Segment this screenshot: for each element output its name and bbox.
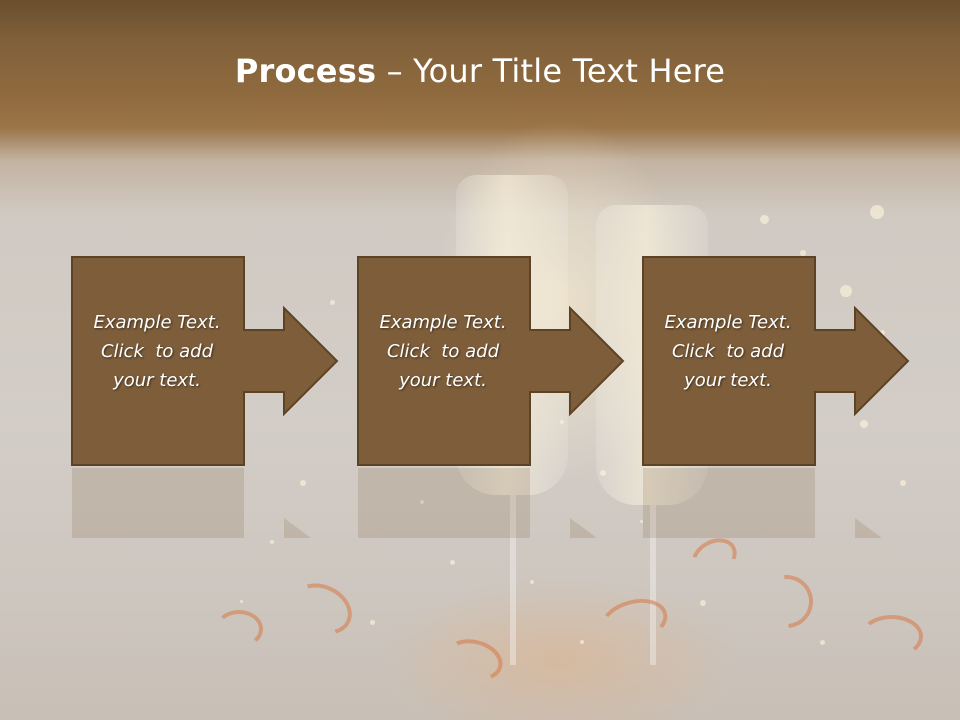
- sparkle-dot: [880, 330, 885, 335]
- sparkle-dot: [450, 560, 455, 565]
- sparkle-dot: [640, 520, 643, 523]
- slide-title[interactable]: Process – Your Title Text Here: [0, 52, 960, 90]
- step-text-line: Example Text.: [379, 312, 507, 333]
- process-step-1[interactable]: Example Text. Click to add your text.: [71, 256, 341, 466]
- sparkle-dot: [900, 480, 906, 486]
- ribbon-decoration: [440, 633, 508, 687]
- ribbon-decoration: [860, 615, 923, 658]
- glass-stem-image: [650, 505, 656, 665]
- step-text-line: Example Text.: [93, 312, 221, 333]
- sparkle-dot: [300, 480, 306, 486]
- sparkle-dot: [240, 600, 243, 603]
- title-rest-text: Your Title Text Here: [413, 52, 726, 90]
- step-arrow-shape: [642, 256, 910, 466]
- step-text-line: your text.: [684, 370, 772, 391]
- ribbon-decoration: [215, 610, 263, 648]
- title-dash-text: –: [376, 52, 414, 90]
- sparkle-dot: [370, 620, 375, 625]
- step-reflection: [71, 468, 341, 538]
- sparkle-dot: [860, 420, 868, 428]
- step-arrow-shape: [71, 256, 339, 466]
- sparkle-dot: [560, 420, 564, 424]
- step-reflection: [357, 468, 627, 538]
- step-text-line: Click to add: [386, 341, 499, 362]
- ribbon-decoration: [595, 591, 673, 652]
- sparkle-dot: [870, 205, 884, 219]
- step-text-placeholder[interactable]: Example Text. Click to add your text.: [81, 308, 233, 395]
- process-step-2[interactable]: Example Text. Click to add your text.: [357, 256, 627, 466]
- sparkle-dot: [820, 640, 825, 645]
- glass-stem-image: [510, 495, 516, 665]
- sparkle-dot: [760, 215, 769, 224]
- ribbon-decoration: [282, 573, 361, 645]
- sparkle-dot: [420, 500, 424, 504]
- sparkle-dot: [580, 640, 584, 644]
- sparkle-dot: [600, 470, 606, 476]
- ribbon-decoration: [684, 530, 744, 586]
- sparkle-dot: [270, 540, 274, 544]
- sparkle-dot: [330, 300, 335, 305]
- step-reflection: [642, 468, 912, 538]
- sparkle-dot: [840, 285, 852, 297]
- step-text-line: Click to add: [671, 341, 784, 362]
- sparkle-dot: [800, 250, 806, 256]
- ribbon-decoration: [749, 564, 824, 639]
- step-arrow-shape: [357, 256, 625, 466]
- step-text-line: Click to add: [100, 341, 213, 362]
- process-step-3[interactable]: Example Text. Click to add your text.: [642, 256, 912, 466]
- step-text-placeholder[interactable]: Example Text. Click to add your text.: [367, 308, 519, 395]
- sparkle-dot: [530, 580, 534, 584]
- sparkle-dot: [700, 600, 706, 606]
- step-text-placeholder[interactable]: Example Text. Click to add your text.: [652, 308, 804, 395]
- step-text-line: your text.: [113, 370, 201, 391]
- step-text-line: your text.: [399, 370, 487, 391]
- step-text-line: Example Text.: [664, 312, 792, 333]
- title-bold-text: Process: [234, 52, 377, 90]
